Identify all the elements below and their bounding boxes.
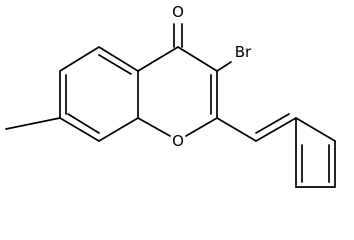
bond [137,117,171,137]
bromine-bond [216,61,232,72]
methyl-bond [5,117,61,130]
bond [177,46,218,72]
bond [98,46,139,72]
bond [59,117,100,142]
double-bond-inner [67,113,100,134]
bromine-label: Br [235,43,252,61]
benzo-ring [59,46,139,142]
bond [295,117,336,142]
styryl-chain [216,113,297,142]
double-bond-inner [98,54,132,75]
ring-oxygen-label: O [172,132,184,150]
bond [185,117,218,137]
double-bond-inner [255,113,290,134]
bond [59,46,100,72]
phenyl-ring [295,117,336,188]
bond [98,117,139,142]
carbonyl-oxygen-label: O [172,3,184,21]
bond [255,117,297,142]
chemical-structure: O Br O [5,3,336,188]
bond [137,46,179,72]
carbonyl [173,23,183,48]
pyranone-ring [137,46,218,137]
bond [216,117,257,142]
